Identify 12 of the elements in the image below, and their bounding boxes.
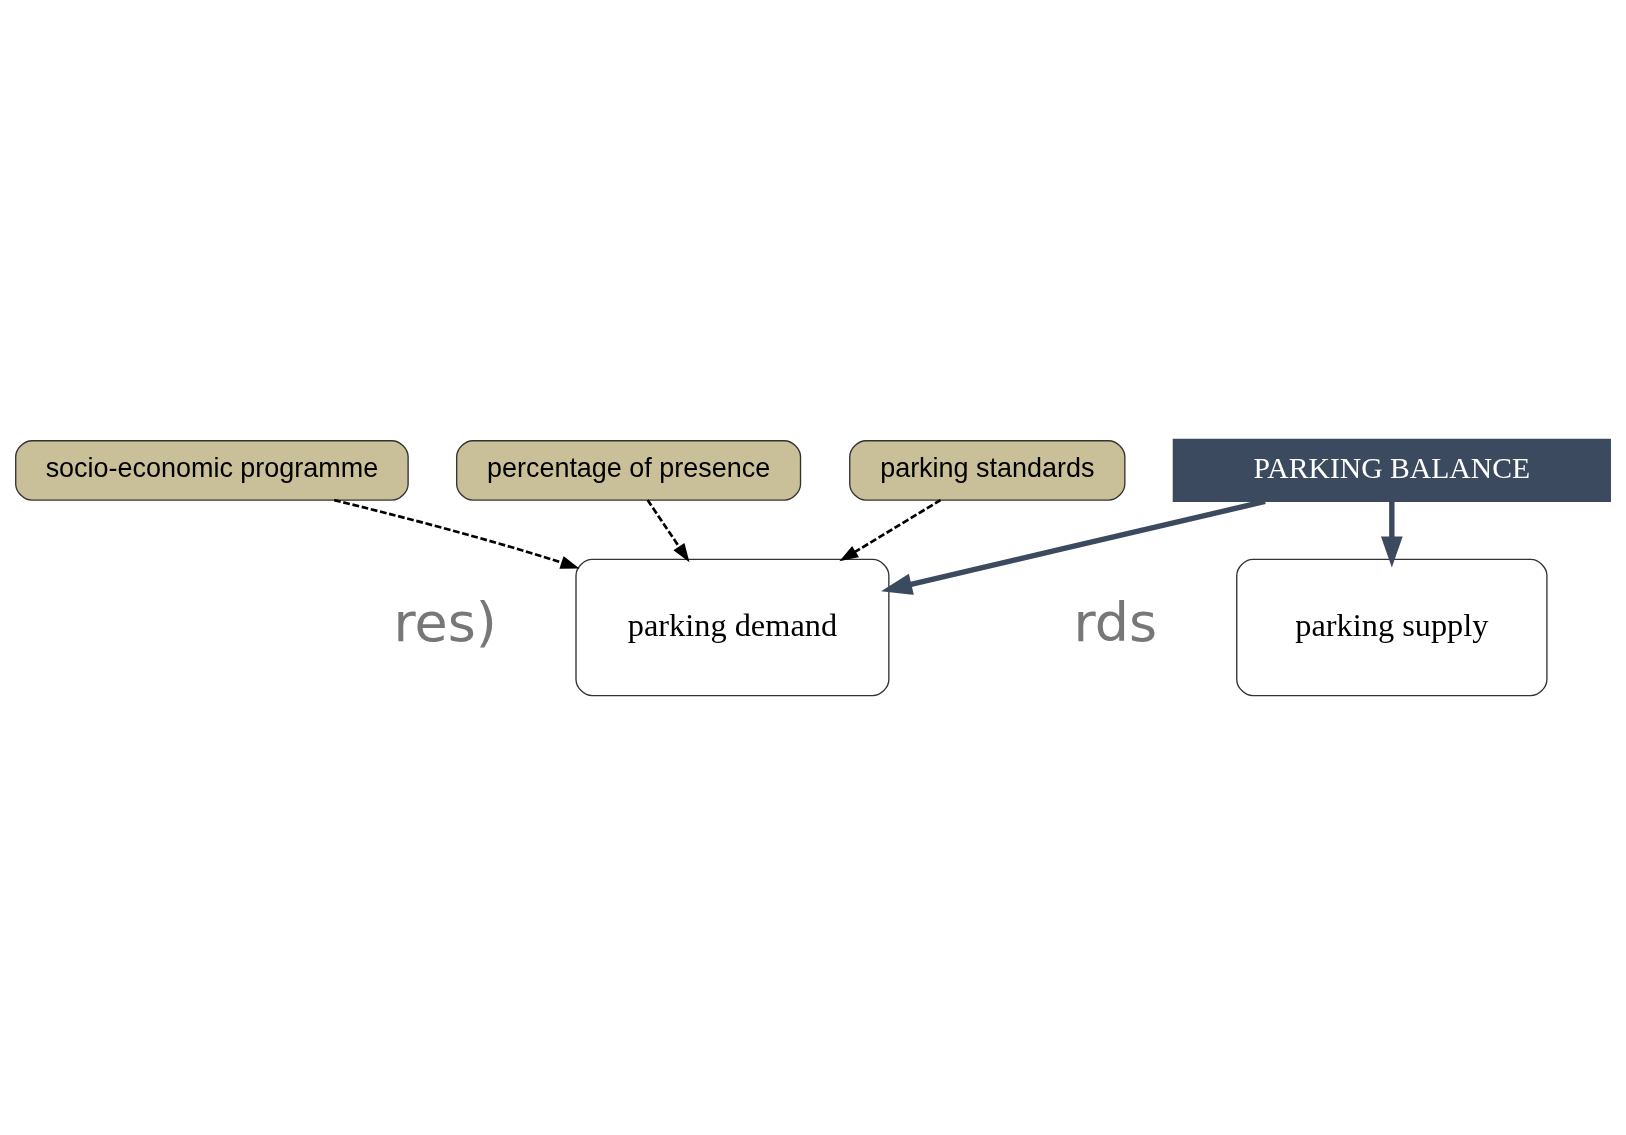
arrow <box>333 498 580 569</box>
node-box: PARKING BALANCE <box>1172 438 1611 503</box>
node-box: percentage of presence <box>456 440 802 501</box>
node-box: parking supply <box>1236 558 1548 697</box>
label: rds <box>1073 590 1158 654</box>
node-box: parking demand <box>575 558 890 697</box>
label: res) <box>393 590 497 654</box>
node-box: parking standards <box>849 440 1126 501</box>
arrow <box>839 498 942 562</box>
node-box: socio-economic programme <box>15 440 409 501</box>
arrow <box>1380 501 1403 568</box>
arrow <box>646 499 690 563</box>
